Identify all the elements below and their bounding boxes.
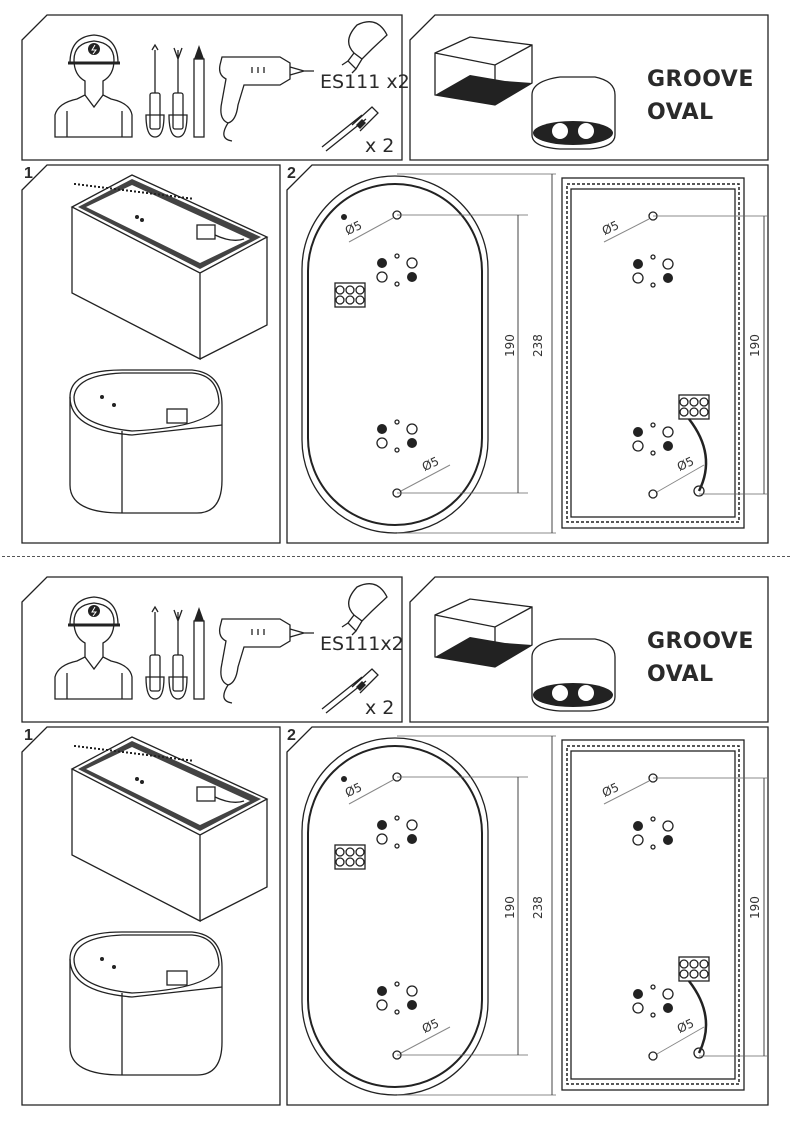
rectangular-mounting-plate [561,177,767,529]
cut-line-divider [2,556,790,557]
step1-panel: 1 [21,726,281,1106]
anchor-quantity-label: x 2 [365,697,395,719]
screwdriver-icon [145,43,188,138]
instruction-section: ES111x2 x 2 GROOVE OVAL 1 [0,562,793,1112]
dimension-190-oval: 190 [503,334,517,357]
product-name-line1: GROOVE [647,67,754,92]
oval-mounting-plate [301,735,556,1096]
tools-panel: ES111x2 x 2 [21,576,404,723]
anchor-quantity-label: x 2 [365,135,395,157]
oval-housing-icon [69,369,223,514]
bulb-icon [341,21,388,74]
tools-illustration [21,14,403,161]
groove-product-icon [434,598,533,668]
dimension-190-oval: 190 [503,896,517,919]
step2-number: 2 [287,727,296,744]
step1-number: 1 [24,727,33,744]
oval-product-icon [531,76,616,150]
oval-product-icon [531,638,616,712]
oval-housing-icon [69,931,223,1076]
product-illustration [409,576,769,723]
dimension-190-rect: 190 [748,896,762,919]
instruction-section: ES111 x2 x 2 GROOVE OVAL 1 [0,0,793,550]
pencil-icon [193,607,205,700]
bulb-quantity-label: ES111x2 [320,633,404,655]
electrician-icon [54,596,133,700]
dimension-238-oval: 238 [531,334,545,357]
step2-panel: 2 Ø5 Ø5 Ø5 Ø5 190 238 190 [286,726,769,1106]
step1-panel: 1 [21,164,281,544]
product-panel: GROOVE OVAL [409,14,769,161]
step2-number: 2 [287,165,296,182]
bulb-quantity-label: ES111 x2 [320,71,410,93]
groove-product-icon [434,36,533,106]
step1-number: 1 [24,165,33,182]
dimension-238-oval: 238 [531,896,545,919]
wall-anchor-icon [321,106,379,152]
wall-anchor-icon [321,668,379,714]
product-name-line2: OVAL [647,100,714,125]
drill-icon [218,56,314,142]
rectangular-housing-icon [70,174,269,361]
product-panel: GROOVE OVAL [409,576,769,723]
tools-illustration [21,576,403,723]
electrician-icon [54,34,133,138]
product-illustration [409,14,769,161]
pencil-icon [193,45,205,138]
step1-illustration [21,726,281,1106]
tools-panel: ES111 x2 x 2 [21,14,410,161]
rectangular-housing-icon [70,736,269,923]
screwdriver-icon [145,605,188,700]
step1-illustration [21,164,281,544]
drill-icon [218,618,314,704]
rectangular-mounting-plate [561,739,767,1091]
product-name-line1: GROOVE [647,629,754,654]
step2-panel: 2 Ø5 Ø5 Ø5 Ø5 190 238 190 [286,164,769,544]
product-name-line2: OVAL [647,662,714,687]
step2-illustration [286,726,769,1106]
bulb-icon [341,583,388,636]
step2-illustration [286,164,769,544]
dimension-190-rect: 190 [748,334,762,357]
oval-mounting-plate [301,173,556,534]
